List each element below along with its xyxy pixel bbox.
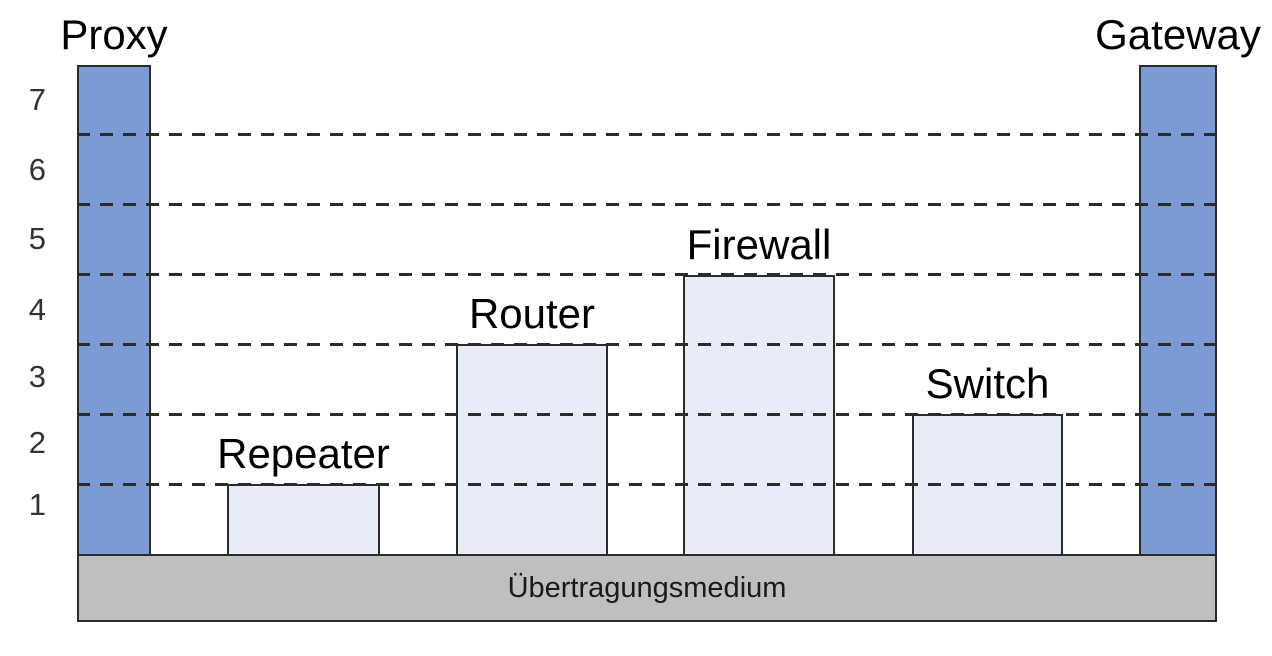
bar-label-switch: Switch — [925, 360, 1050, 408]
bar-label-firewall: Firewall — [686, 220, 832, 268]
transmission-medium-label: Übertragungsmedium — [507, 571, 787, 604]
y-tick-label-6: 6 — [28, 152, 46, 187]
y-tick-label-5: 5 — [28, 221, 46, 256]
layer-gridline-3 — [77, 342, 1217, 346]
bar-router — [456, 344, 608, 554]
bar-gateway — [1139, 64, 1217, 554]
y-tick-label-7: 7 — [28, 82, 46, 117]
layer-gridline-1 — [77, 482, 1217, 486]
layer-gridline-2 — [77, 412, 1217, 416]
layer-gridline-4 — [77, 273, 1217, 277]
bar-label-gateway: Gateway — [1095, 10, 1261, 58]
bar-repeater — [227, 484, 380, 554]
transmission-medium-bar: Übertragungsmedium — [77, 554, 1217, 622]
y-tick-label-2: 2 — [28, 425, 46, 460]
y-tick-label-1: 1 — [28, 487, 46, 522]
y-tick-label-3: 3 — [28, 359, 46, 394]
bar-label-router: Router — [468, 290, 596, 338]
layer-gridline-5 — [77, 203, 1217, 207]
bar-label-repeater: Repeater — [217, 430, 390, 478]
y-tick-label-4: 4 — [28, 292, 46, 327]
bar-label-proxy: Proxy — [60, 10, 168, 58]
layer-gridline-6 — [77, 133, 1217, 137]
bar-proxy — [77, 64, 151, 554]
